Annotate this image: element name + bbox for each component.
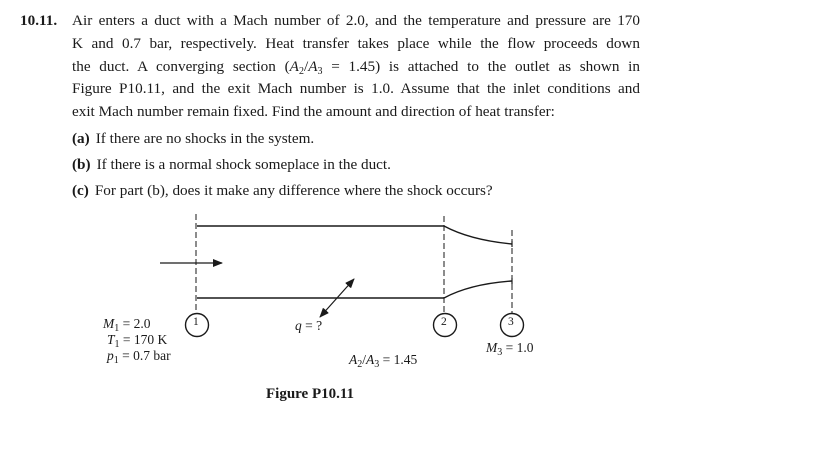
nozzle-top-wall: [443, 225, 513, 245]
area-a3-subscript: 3: [374, 359, 380, 370]
exit-mach-subscript: 3: [497, 347, 503, 358]
area-ratio-value: = 1.45: [379, 352, 418, 367]
problem-line-1: Air enters a duct with a Mach number of …: [72, 12, 640, 29]
station-3-circle: [499, 312, 525, 338]
area-a3-subscript: 3: [317, 65, 323, 77]
part-b-label: (b): [72, 155, 91, 173]
part-a-label: (a): [72, 129, 90, 147]
heat-symbol: q: [295, 318, 302, 333]
area-ratio-label: A2/A3 = 1.45: [349, 352, 418, 370]
figure-caption: Figure P10.11: [266, 386, 355, 402]
part-a: (a) If there are no shocks in the system.: [72, 126, 640, 152]
line3-text-before: the duct. A converging section (: [72, 57, 290, 75]
inlet-mach: M1 = 2.0: [103, 316, 151, 334]
problem-line-5: exit Mach number remain fixed. Find the …: [72, 103, 555, 121]
temperature-symbol: T: [107, 332, 115, 347]
problem-number: 10.11.: [20, 12, 58, 29]
area-a2-subscript: 2: [298, 65, 304, 77]
area-a2-symbol: A: [349, 352, 358, 367]
problem-statement: 10.11. Air enters a duct with a Mach num…: [20, 10, 640, 204]
station-2-circle: [432, 312, 458, 338]
part-c-text: For part (b), does it make any differenc…: [94, 181, 493, 199]
problem-body: Air enters a duct with a Mach number of …: [72, 10, 640, 124]
ratio-slash: /: [303, 57, 309, 75]
mach-symbol: M: [103, 316, 115, 331]
heat-transfer-arrow-icon: [319, 278, 355, 318]
problem-line-2: K and 0.7 bar, respectively. Heat transf…: [72, 34, 640, 52]
area-a3-symbol: A: [308, 57, 318, 75]
area-a2-subscript: 2: [357, 359, 363, 370]
problem-line-4: Figure P10.11, and the exit Mach number …: [72, 80, 640, 98]
pressure-symbol: p: [107, 348, 114, 363]
inlet-temperature: T1 = 170 K: [107, 332, 168, 350]
area-ratio-slash: /: [362, 352, 367, 367]
area-a2-symbol: A: [289, 57, 299, 75]
problem-parts: (a) If there are no shocks in the system.…: [72, 126, 640, 204]
area-a3-symbol: A: [366, 352, 375, 367]
line3-text-after: = 1.45) is attached to the outlet as sho…: [322, 57, 640, 75]
part-a-text: If there are no shocks in the system.: [95, 129, 315, 147]
station-1-circle: [184, 312, 210, 338]
exit-mach-symbol: M: [486, 340, 498, 355]
part-c-label: (c): [72, 181, 89, 199]
temperature-value: = 170 K: [119, 332, 168, 347]
station-3-label: 3: [508, 316, 514, 328]
problem-line-3: the duct. A converging section (A2/A3 = …: [72, 56, 640, 79]
exit-mach: M3 = 1.0: [486, 340, 534, 358]
heat-value: = ?: [301, 318, 323, 333]
pressure-value: = 0.7 bar: [118, 348, 171, 363]
mach-subscript: 1: [114, 323, 120, 334]
nozzle-bottom-wall: [443, 280, 513, 299]
part-c: (c) For part (b), does it make any differ…: [72, 178, 640, 204]
station-2-label: 2: [441, 316, 447, 328]
station-1-label: 1: [193, 316, 199, 328]
part-b: (b) If there is a normal shock someplace …: [72, 152, 640, 178]
inlet-pressure: p1 = 0.7 bar: [107, 348, 171, 366]
temperature-subscript: 1: [114, 339, 120, 350]
pressure-subscript: 1: [113, 355, 119, 366]
exit-mach-value: = 1.0: [502, 340, 534, 355]
heat-transfer-label: q = ?: [295, 318, 322, 334]
part-b-text: If there is a normal shock someplace in …: [96, 155, 391, 173]
mach-value: = 2.0: [119, 316, 151, 331]
